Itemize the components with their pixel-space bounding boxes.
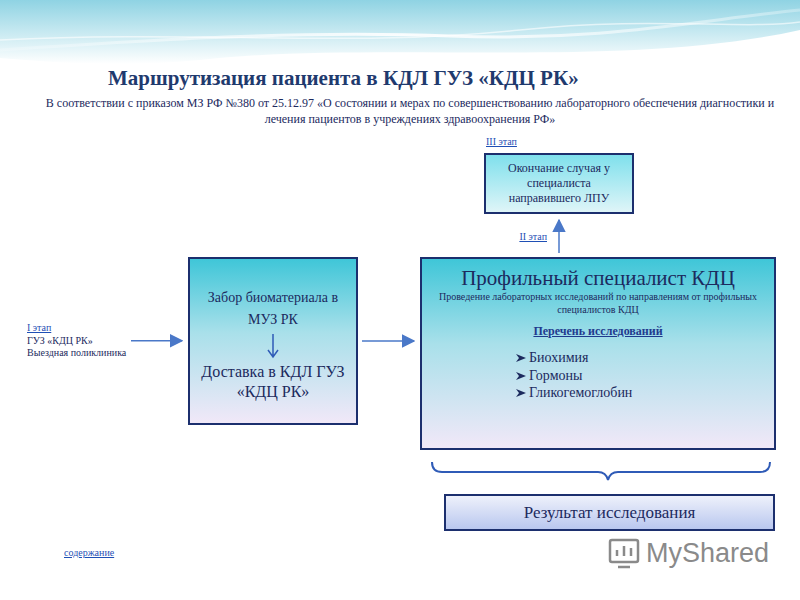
inner-arrow xyxy=(263,334,283,360)
box-text: Гликогемоглобин xyxy=(529,384,632,402)
box-text: Проведение лабораторных исследований по … xyxy=(430,291,766,316)
title: Маршрутизация пациента в КДЛ ГУЗ «КДЦ РК… xyxy=(108,66,579,91)
box-text: Перечень исследований xyxy=(533,324,662,339)
header-swoosh xyxy=(0,22,800,40)
box-heading: Забор биоматериала в МУЗ РК xyxy=(198,287,348,332)
stage-label: II этап xyxy=(519,231,547,242)
row: Окончание случая у специалиста направивш… xyxy=(494,161,624,206)
bullet-arrow-shape xyxy=(516,354,526,362)
inner-arrow-shape xyxy=(268,334,278,357)
box-text: Окончание случая у специалиста направивш… xyxy=(494,161,624,206)
header-swoosh xyxy=(0,10,800,50)
box-text: ГУЗ «КДЦ РК» Выездная поликлиника xyxy=(27,335,127,360)
box-frame: Окончание случая у специалиста направивш… xyxy=(484,153,634,214)
row: Забор биоматериала в МУЗ РК xyxy=(198,287,348,332)
process-box: Забор биоматериала в МУЗ РК Доставка в КД… xyxy=(188,257,358,425)
row: Гормоны xyxy=(516,367,766,385)
watermark: MyShared xyxy=(646,536,786,571)
row: I этап xyxy=(27,322,127,335)
stage-label: I этапГУЗ «КДЦ РК» Выездная поликлиника xyxy=(27,322,127,360)
bracket xyxy=(432,462,770,480)
stage-box: III этапОкончание случая у специалиста н… xyxy=(484,136,634,214)
bullet-arrow xyxy=(516,371,526,381)
row: Результат исследования xyxy=(454,502,765,523)
row: Перечень исследований xyxy=(430,324,766,339)
bullet-arrow-shape xyxy=(516,372,526,380)
box-frame: Забор биоматериала в МУЗ РК Доставка в КД… xyxy=(188,257,358,425)
process-box: Профильный специалист КДЦПроведение лабо… xyxy=(420,257,776,450)
box-text: Биохимия xyxy=(529,349,588,367)
box-text: Доставка в КДЛ ГУЗ «КДЦ РК» xyxy=(198,362,348,404)
contents-link: содержание xyxy=(64,546,154,559)
box-frame: Результат исследования xyxy=(444,494,775,531)
subtitle: В соответствии с приказом МЗ РФ №380 от … xyxy=(40,96,780,127)
header-band xyxy=(0,0,800,64)
watermark-icon xyxy=(610,540,638,567)
bullet-arrow xyxy=(516,388,526,398)
flow-arrow xyxy=(362,340,414,342)
box-heading: Результат исследования xyxy=(524,502,696,523)
row: ГУЗ «КДЦ РК» Выездная поликлиника xyxy=(27,335,127,360)
box-text: Гормоны xyxy=(529,367,582,385)
row: Биохимия xyxy=(516,349,766,367)
bullet-arrow-shape xyxy=(516,389,526,397)
row: Гликогемоглобин xyxy=(516,384,766,402)
flow-arrow xyxy=(558,220,560,253)
flow-arrow xyxy=(131,340,182,342)
result-box: Результат исследования xyxy=(444,494,775,531)
box-frame: Профильный специалист КДЦПроведение лабо… xyxy=(420,257,776,450)
bullet-arrow xyxy=(516,353,526,363)
stage-heading: III этап xyxy=(486,136,634,147)
box-heading: I этап xyxy=(27,322,51,335)
row: Проведение лабораторных исследований по … xyxy=(430,291,766,316)
box-heading: Профильный специалист КДЦ xyxy=(461,265,735,291)
row: Профильный специалист КДЦ xyxy=(430,265,766,291)
row: Доставка в КДЛ ГУЗ «КДЦ РК» xyxy=(198,362,348,404)
